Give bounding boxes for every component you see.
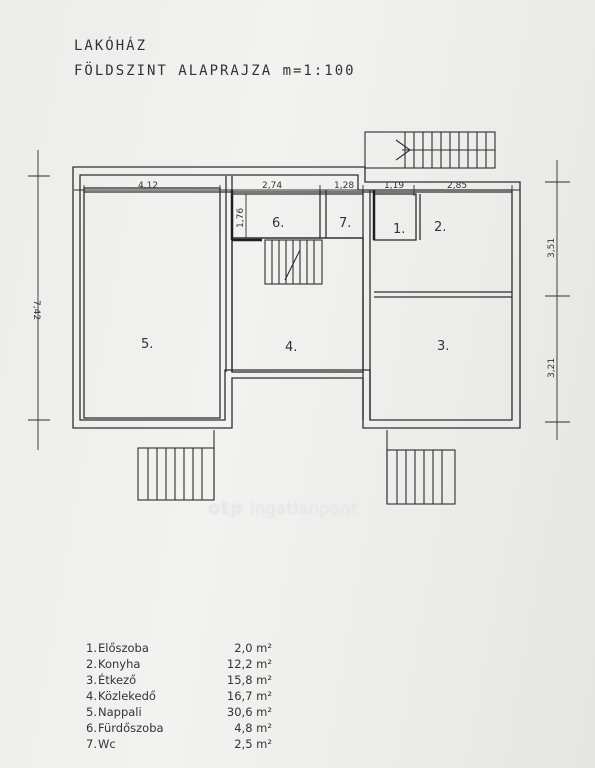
dimension-lines [28, 150, 570, 450]
legend-area: 15,8 m² [226, 673, 272, 687]
legend-row: 7. Wc 2,5 m² [86, 736, 286, 752]
legend-row: 6. Fürdőszoba 4,8 m² [86, 720, 286, 736]
legend-area: 4,8 m² [234, 721, 272, 735]
legend-area: 30,6 m² [226, 705, 272, 719]
drawing-title: LAKÓHÁZ [74, 38, 148, 54]
room-label-1: 1. [393, 222, 405, 237]
room-label-2: 2. [434, 220, 446, 235]
legend-area: 12,2 m² [226, 657, 272, 671]
drawing-subtitle: FÖLDSZINT ALAPRAJZA m=1:100 [74, 63, 356, 79]
legend-row: 2. Konyha 12,2 m² [86, 656, 286, 672]
legend-num: 2. [86, 657, 97, 671]
legend-row: 4. Közlekedő 16,7 m² [86, 688, 286, 704]
legend-num: 6. [86, 721, 97, 735]
watermark-text: ingatlanpont [250, 499, 358, 518]
dim-top-1: 4,12 [138, 181, 158, 191]
room-label-3: 3. [437, 339, 449, 354]
legend-area: 2,0 m² [234, 641, 272, 655]
legend-num: 4. [86, 689, 97, 703]
dim-top-3: 1,28 [334, 181, 354, 191]
legend-name: Közlekedő [98, 689, 156, 703]
stair-bottom-right [386, 430, 456, 505]
legend-row: 1. Előszoba 2,0 m² [86, 640, 286, 656]
dim-inner: 1,76 [236, 208, 246, 228]
watermark-logo: otp [208, 498, 244, 519]
dim-left: 7,42 [31, 300, 41, 320]
legend-name: Előszoba [98, 641, 149, 655]
room-4-outline [231, 237, 364, 373]
room-legend: 1. Előszoba 2,0 m² 2. Konyha 12,2 m² 3. … [86, 640, 286, 752]
stair-top-right [364, 131, 496, 169]
dim-top-4: 1,19 [384, 181, 404, 191]
stair-bottom-left [137, 430, 215, 501]
stair-interior [264, 239, 323, 285]
outer-wall [72, 166, 521, 429]
legend-num: 3. [86, 673, 97, 687]
legend-name: Wc [98, 737, 116, 751]
room-label-4: 4. [285, 340, 297, 355]
room-5-outline [83, 187, 221, 419]
watermark: otp ingatlanpont [208, 498, 358, 519]
legend-area: 2,5 m² [234, 737, 272, 751]
legend-num: 5. [86, 705, 97, 719]
legend-row: 3. Étkező 15,8 m² [86, 672, 286, 688]
dim-right-lower: 3,21 [547, 358, 557, 378]
dim-top-2: 2,74 [262, 181, 282, 191]
legend-name: Étkező [98, 673, 137, 687]
legend-name: Konyha [98, 657, 141, 671]
dim-top-5: 2,85 [447, 181, 467, 191]
legend-num: 7. [86, 737, 97, 751]
legend-row: 5. Nappali 30,6 m² [86, 704, 286, 720]
legend-name: Nappali [98, 705, 142, 719]
legend-area: 16,7 m² [226, 689, 272, 703]
legend-name: Fürdőszoba [98, 721, 164, 735]
room-label-7: 7. [339, 216, 351, 231]
room-label-6: 6. [272, 216, 284, 231]
legend-num: 1. [86, 641, 97, 655]
room-label-5: 5. [141, 337, 153, 352]
dim-right-upper: 3,51 [547, 238, 557, 258]
